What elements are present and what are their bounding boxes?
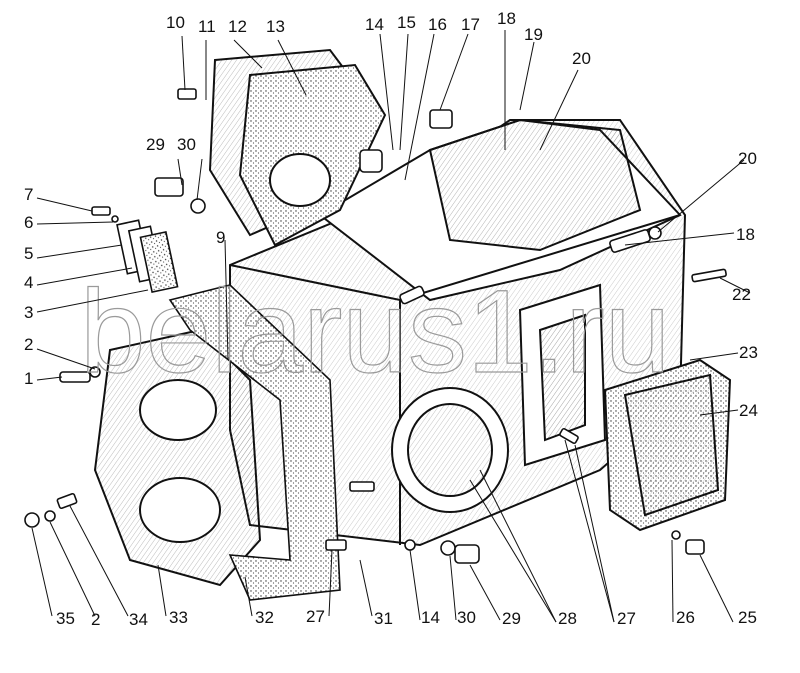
- callout-25: 25: [738, 608, 757, 627]
- callout-3: 3: [24, 303, 33, 322]
- leader-line-13: [277, 39, 307, 96]
- leader-line-24: [699, 409, 739, 416]
- leader-line-31: [359, 559, 373, 617]
- callout-19: 19: [524, 25, 543, 44]
- callout-18: 18: [736, 225, 755, 244]
- callout-26: 26: [676, 608, 695, 627]
- leader-line-35: [31, 527, 53, 617]
- leader-line-16: [404, 33, 435, 181]
- leader-line-23: [689, 352, 739, 361]
- leader-line-4: [36, 267, 133, 286]
- callout-29: 29: [146, 135, 165, 154]
- leader-line-14: [409, 549, 421, 621]
- leader-line-26: [671, 539, 674, 623]
- callout-14: 14: [421, 608, 440, 627]
- front-gasket: [168, 284, 341, 601]
- leader-line-3: [36, 289, 149, 313]
- leader-lines: [31, 30, 751, 623]
- callout-6: 6: [24, 213, 33, 232]
- leader-line-6: [36, 221, 114, 225]
- leader-line-1: [36, 376, 63, 381]
- callout-27: 27: [617, 609, 636, 628]
- leader-line-19: [519, 41, 535, 111]
- callout-17: 17: [461, 15, 480, 34]
- top-cover: [208, 48, 387, 247]
- callout-30: 30: [457, 608, 476, 627]
- leader-line-2: [49, 521, 96, 617]
- callout-10: 10: [166, 13, 185, 32]
- leader-line-27: [328, 549, 333, 617]
- leader-line-25: [699, 554, 734, 623]
- callout-20: 20: [738, 149, 757, 168]
- side-window: [518, 283, 607, 467]
- leader-line-22: [719, 277, 751, 294]
- leader-line-29: [177, 158, 183, 186]
- callout-24: 24: [739, 401, 758, 420]
- leader-line-2: [36, 348, 96, 370]
- callout-9: 9: [216, 228, 225, 247]
- leader-line-29: [469, 564, 501, 621]
- callout-33: 33: [169, 608, 188, 627]
- callout-22: 22: [732, 285, 751, 304]
- callout-32: 32: [255, 608, 274, 627]
- leader-line-14: [379, 33, 394, 151]
- front-cover: [93, 328, 262, 587]
- callout-18: 18: [497, 9, 516, 28]
- callout-27: 27: [306, 607, 325, 626]
- callout-4: 4: [24, 273, 33, 292]
- callout-31: 31: [374, 609, 393, 628]
- callout-20: 20: [572, 49, 591, 68]
- leader-line-9: [224, 239, 229, 361]
- leader-line-30: [196, 158, 203, 201]
- leader-line-27: [564, 439, 615, 623]
- side-flange: [391, 387, 509, 513]
- leader-line-15: [399, 33, 409, 151]
- leader-line-32: [244, 576, 253, 617]
- leader-line-30: [449, 555, 457, 621]
- leader-line-extra: [574, 444, 615, 623]
- leader-line-28: [469, 479, 557, 623]
- callout-1: 1: [24, 369, 33, 388]
- callout-15: 15: [397, 13, 416, 32]
- callout-14: 14: [365, 15, 384, 34]
- callout-5: 5: [24, 244, 33, 263]
- leader-line-34: [69, 505, 129, 617]
- fasteners: [24, 88, 727, 564]
- callout-30: 30: [177, 135, 196, 154]
- callout-29: 29: [502, 609, 521, 628]
- leader-line-20: [539, 69, 579, 151]
- leader-line-18: [624, 232, 735, 246]
- callout-16: 16: [428, 15, 447, 34]
- diagram-subject: Transmission housing exploded view: [0, 0, 1, 1]
- callout-35: 35: [56, 609, 75, 628]
- side-cover: [603, 358, 732, 532]
- leader-line-7: [36, 197, 93, 212]
- callout-2: 2: [91, 610, 100, 629]
- callout-28: 28: [558, 609, 577, 628]
- transmission-housing: [229, 118, 687, 547]
- callout-13: 13: [266, 17, 285, 36]
- leader-line-10: [181, 35, 186, 91]
- callout-11: 11: [198, 17, 216, 36]
- leader-line-extra: [479, 469, 557, 623]
- callout-34: 34: [129, 610, 148, 629]
- leader-line-33: [157, 564, 167, 617]
- leader-line-12: [233, 39, 263, 69]
- leader-line-20: [657, 159, 745, 233]
- callout-7: 7: [24, 185, 33, 204]
- small-cover-stack: [116, 219, 179, 294]
- callout-2: 2: [24, 335, 33, 354]
- leader-line-17: [439, 33, 469, 111]
- callout-23: 23: [739, 343, 758, 362]
- watermark-text: belarus1.ru: [80, 266, 670, 398]
- leader-line-5: [36, 244, 123, 259]
- callout-12: 12: [228, 17, 247, 36]
